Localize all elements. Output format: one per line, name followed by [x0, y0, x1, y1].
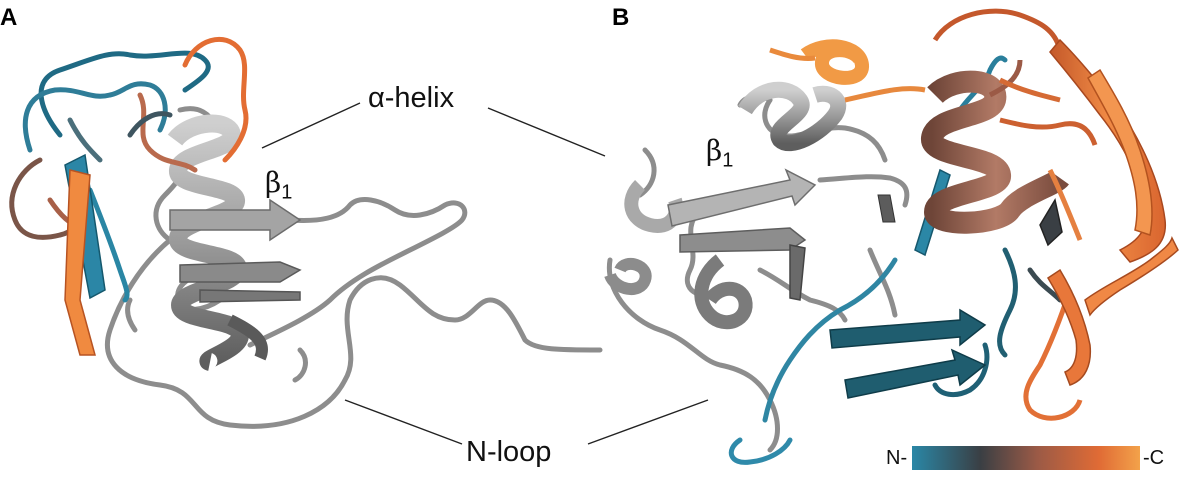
- beta-index: 1: [722, 149, 734, 172]
- annotation-lines: [261, 102, 709, 445]
- structure-b: [604, 8, 1179, 465]
- panel-label-a: A: [0, 4, 18, 31]
- beta-strands-a: [169, 198, 302, 303]
- beta-symbol: β: [265, 166, 282, 199]
- helix-brown-b: [921, 59, 1069, 234]
- beta1-label-a: β1: [265, 166, 292, 205]
- n-to-c-color-scale: [912, 446, 1140, 470]
- loops-colored-a: [9, 36, 249, 303]
- beta-index: 1: [281, 181, 293, 204]
- alpha-helix-leader-a: [261, 102, 361, 149]
- beta-symbol: β: [706, 134, 723, 167]
- n-loop-label: N-loop: [466, 436, 552, 468]
- alpha-helix-leader-b: [487, 107, 606, 157]
- coil-teal-b: [728, 55, 1063, 465]
- panel-label-b: B: [612, 4, 630, 31]
- strands-colored-a: [64, 153, 106, 356]
- scale-start-label: N-: [886, 447, 908, 469]
- n-loop-leader-b: [587, 399, 709, 445]
- alpha-helix-label: α-helix: [368, 82, 455, 114]
- n-loop-leader-a: [344, 399, 463, 445]
- beta-strands-b: [667, 168, 896, 301]
- scale-end-label: -C: [1143, 447, 1165, 469]
- helices-gray-b: [604, 81, 847, 330]
- beta1-label-b: β1: [706, 134, 733, 173]
- orange-elements-b: [769, 8, 1098, 421]
- structure-a: [9, 36, 603, 429]
- coil-gray-b: [606, 94, 910, 453]
- helix-a: [167, 114, 268, 371]
- strands-orange-b: [1046, 38, 1179, 386]
